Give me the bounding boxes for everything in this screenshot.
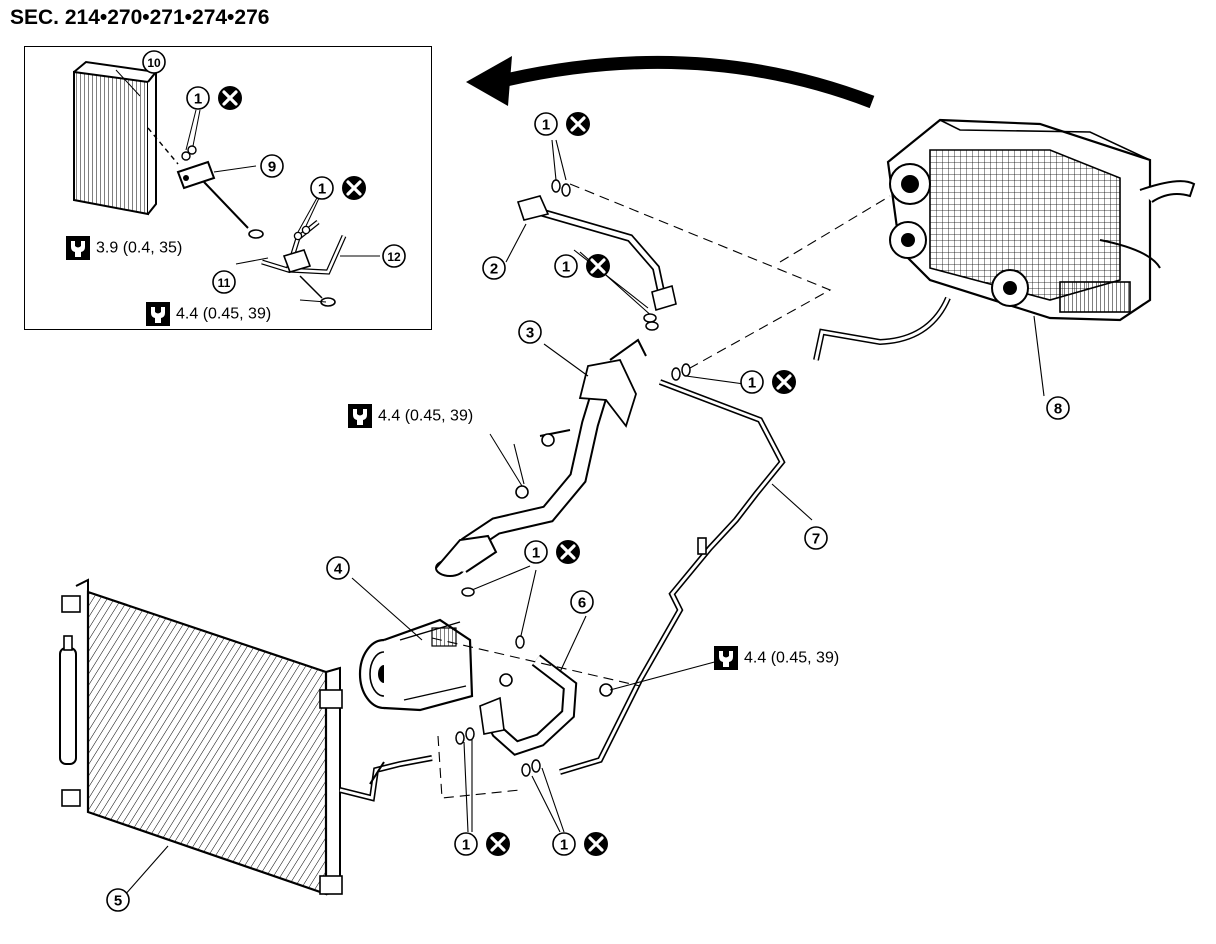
- callout-8: 8: [1054, 401, 1062, 418]
- torque-spec-inset-block: 3.9 (0.4, 35): [96, 240, 182, 257]
- arrow-icon: [466, 55, 875, 109]
- callout-11: 11: [218, 276, 231, 290]
- callout-1-b: 1: [562, 259, 570, 276]
- callout-12: 12: [387, 250, 401, 264]
- callout-1-c: 1: [748, 375, 756, 392]
- callout-7: 7: [812, 531, 820, 548]
- callout-1-d: 1: [532, 545, 540, 562]
- torque-spec-mid: 4.4 (0.45, 39): [378, 408, 473, 425]
- condenser: [59, 578, 433, 896]
- callout-3: 3: [526, 325, 534, 342]
- compressor: [358, 618, 474, 712]
- callout-2: 2: [490, 261, 498, 278]
- inset-pipes: [235, 195, 380, 307]
- callout-9: 9: [268, 159, 276, 176]
- callout-5: 5: [114, 893, 122, 910]
- inset-box: [24, 46, 432, 330]
- section-title: SEC. 214•270•271•274•276: [10, 6, 270, 29]
- high-pressure-pipe: [559, 379, 786, 775]
- low-pressure-pipe: [516, 195, 677, 312]
- callout-1-e: 1: [462, 837, 470, 854]
- callout-1-inset-b: 1: [318, 181, 326, 198]
- evaporator: [73, 60, 158, 216]
- callout-1-inset-a: 1: [194, 91, 202, 108]
- callout-circles: [106, 50, 1070, 912]
- callout-4: 4: [334, 561, 343, 578]
- expansion-valve-block: [147, 127, 264, 239]
- torque-wrench-icon: [66, 236, 738, 670]
- callout-6: 6: [578, 595, 586, 612]
- torque-spec-inset-bracket: 4.4 (0.45, 39): [176, 306, 271, 323]
- callout-10: 10: [147, 56, 161, 70]
- suction-hose: [435, 338, 647, 577]
- discharge-hose: [479, 654, 613, 756]
- torque-spec-right: 4.4 (0.45, 39): [744, 650, 839, 667]
- o-rings: [455, 179, 691, 777]
- callout-1-f: 1: [560, 837, 568, 854]
- heater-cooling-unit: [886, 118, 1196, 322]
- callout-1-a: 1: [542, 117, 550, 134]
